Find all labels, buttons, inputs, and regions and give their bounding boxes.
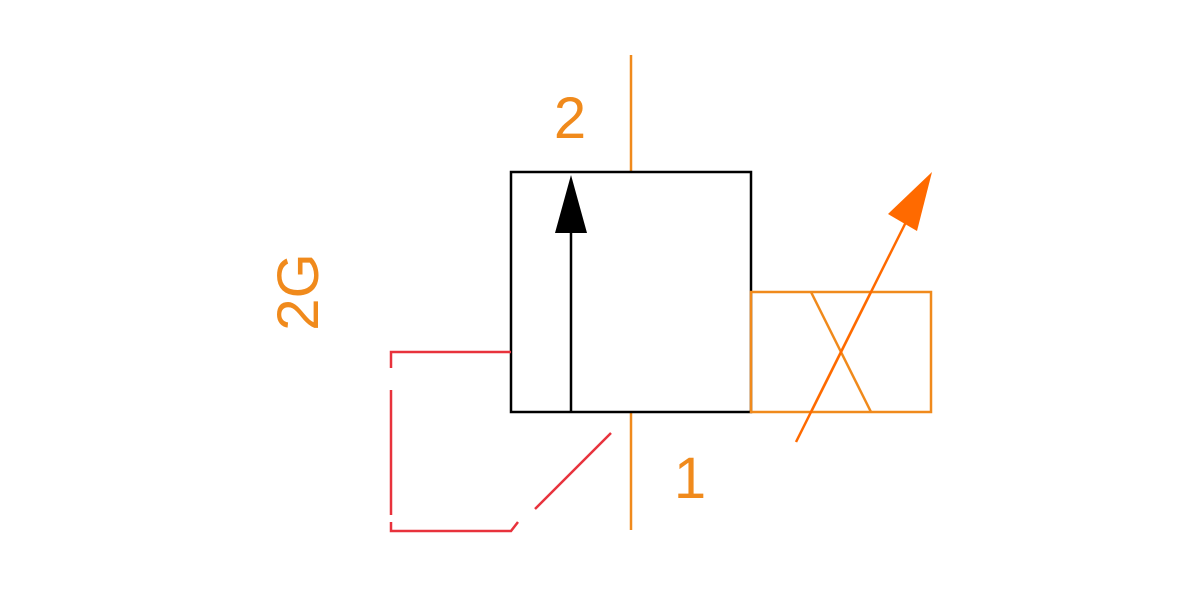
pilot-line-diagonal [534, 432, 612, 510]
valve-code-label: 2G [266, 253, 331, 330]
variable-arrow-head-icon [888, 172, 932, 231]
port-2-label: 2 [554, 86, 586, 151]
variable-arrow-shaft [794, 221, 908, 443]
solenoid-box [749, 290, 933, 414]
port-1-label: 1 [674, 446, 706, 511]
valve-body-box [509, 170, 753, 414]
pilot-line-lower [389, 521, 519, 533]
pilot-line-upper [389, 350, 511, 368]
flow-arrow-head-icon [555, 175, 587, 233]
